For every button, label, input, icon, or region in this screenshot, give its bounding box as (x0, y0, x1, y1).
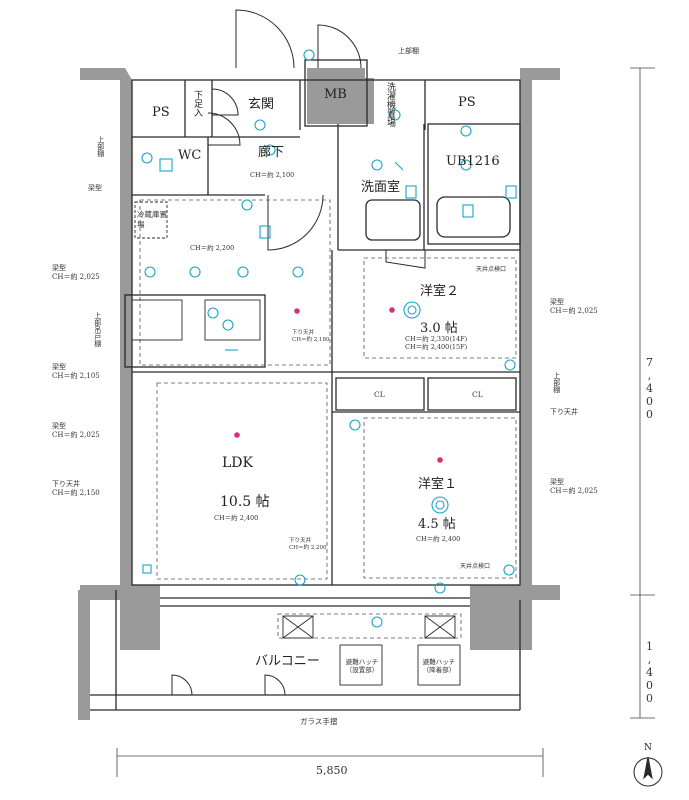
kitchen-ch: CH＝約 2,200 (190, 244, 235, 252)
dimension-lines (116, 67, 655, 777)
ceiling-dashed-lines (139, 199, 517, 639)
note-right-shelf: 上部棚 (552, 372, 561, 393)
note-tenjo-tenken-bottom: 天井点検口 (460, 563, 491, 570)
reizoko-label: 冷蔵庫置場 (137, 210, 167, 229)
mb-label: MB (324, 87, 347, 102)
senmen-label: 洗面室 (361, 180, 401, 195)
note-right-harigata-b: 梁型 CH＝約 2,025 (550, 478, 598, 495)
note-tenjo-tenken-top: 天井点検口 (476, 266, 507, 273)
yoshitsu2-size: 3.0 帖 (420, 321, 458, 336)
ps-right-label: PS (458, 95, 476, 110)
wc-label: WC (178, 148, 202, 163)
hatch2-label: 避難ハッチ（降着部） (422, 658, 456, 675)
cl1-label: CL (374, 390, 385, 399)
hatch1-label: 避難ハッチ（設置部） (345, 658, 379, 675)
sentakuki-label: 洗濯機置場 (385, 82, 395, 127)
note-sagari-2200: 下り天井 CH＝約 2,200 (289, 538, 327, 551)
note-sagari-2150: 下り天井 CH＝約 2,150 (52, 480, 100, 497)
doors (171, 9, 426, 696)
yoshitsu2-label: 洋室２ (420, 284, 460, 299)
ub-label: UB1216 (446, 154, 500, 169)
yoshitsu1-size: 4.5 帖 (418, 517, 456, 532)
balcony-label: バルコニー (255, 654, 320, 669)
dimension-width: 5,850 (316, 764, 348, 777)
ps-left-label: PS (152, 105, 170, 120)
balcony-hatches (282, 615, 461, 686)
yoshitsu2-ch1: CH＝約 2,330(14F) (405, 335, 468, 343)
ldk-ch: CH＝約 2,400 (214, 514, 259, 522)
rouka-label: 廊下 (258, 145, 285, 160)
blue-fixtures (141, 49, 517, 628)
compass-label: N (644, 743, 652, 753)
glass-railing-label: ガラス手摺 (300, 717, 338, 726)
exterior-walls (78, 68, 560, 720)
note-harigata-2105: 梁型 CH＝約 2,105 (52, 363, 100, 380)
yoshitsu1-label: 洋室１ (418, 477, 458, 492)
kitchen-fixtures (131, 201, 261, 341)
note-harigata-2025-a: 梁型 CH＝約 2,025 (52, 264, 100, 281)
cl2-label: CL (472, 390, 483, 399)
shitaashi-label: 下足入 (192, 90, 202, 117)
note-right-harigata-a: 梁型 CH＝約 2,025 (550, 298, 598, 315)
ceiling-lights (234, 307, 443, 463)
rouka-ch: CH＝約 2,100 (250, 171, 295, 179)
note-left-shelf: 上部棚 (96, 136, 105, 157)
note-left-cabinet: 上部吊戸棚 (93, 312, 102, 347)
note-top-shelf: 上部棚 (398, 47, 419, 55)
ldk-label: LDK (222, 455, 253, 471)
ldk-size: 10.5 帖 (220, 494, 270, 510)
compass-icon (633, 756, 663, 787)
yoshitsu2-ch2: CH＝約 2,400(15F) (405, 343, 468, 351)
genkan-label: 玄関 (248, 97, 275, 112)
note-sagari-2180: 下り天井 CH＝約 2,180 (292, 330, 330, 343)
note-right-sagari: 下り天井 (550, 408, 578, 416)
dimension-depth-main: 7,400 (643, 356, 656, 421)
note-harigata-small: 梁型 (88, 184, 102, 192)
dimension-depth-balcony: 1,400 (643, 640, 656, 705)
yoshitsu1-ch: CH＝約 2,400 (416, 535, 461, 543)
note-harigata-2025-b: 梁型 CH＝約 2,025 (52, 422, 100, 439)
